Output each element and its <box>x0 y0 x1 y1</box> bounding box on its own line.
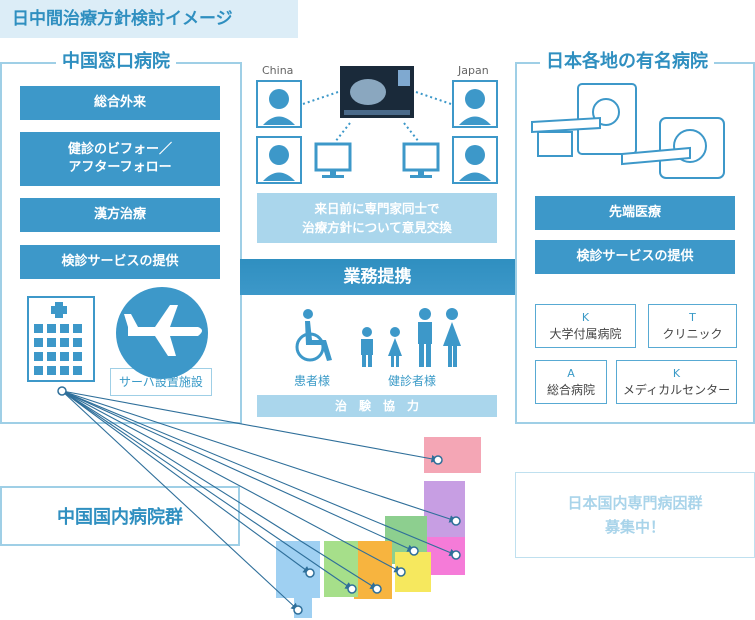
japan-panel-title: 日本各地の有名病院 <box>540 51 714 73</box>
hospital-a-general: A 総合病院 <box>535 360 607 404</box>
service-general-outpatient: 総合外来 <box>20 86 220 120</box>
hospital-name: 大学付属病院 <box>549 327 622 341</box>
doctor-icon-japan-bottom <box>452 136 498 184</box>
server-facility-label: サーバ設置施設 <box>119 374 203 389</box>
origin-dot <box>57 386 67 396</box>
connection-lines <box>61 390 458 611</box>
japan-label: Japan <box>458 64 489 77</box>
network-dots <box>302 91 452 143</box>
mri-scanner-icon <box>621 117 725 179</box>
connection-dots <box>57 386 461 615</box>
server-facility-box: サーバ設置施設 <box>110 368 212 396</box>
hospital-k-medical-center: K メディカルセンター <box>616 360 737 404</box>
hospital-name: メディカルセンター <box>622 383 731 397</box>
service-checkup-china: 検診サービスの提供 <box>20 245 220 279</box>
opinion-exchange-text: 来日前に専門家同士で 治療方針について意見交換 <box>302 201 452 235</box>
opinion-exchange-box: 来日前に専門家同士で 治療方針について意見交換 <box>257 193 497 243</box>
map-tohoku <box>424 481 465 537</box>
service-checkup-japan: 検診サービスの提供 <box>535 240 735 274</box>
hospital-name: クリニック <box>662 327 723 341</box>
monitor-icon-right <box>402 142 440 178</box>
china-hospital-group: 中国国内病院群 <box>0 486 240 546</box>
monitor-icon-left <box>314 142 352 178</box>
china-panel-title: 中国窓口病院 <box>56 51 176 73</box>
wheelchair-icon <box>295 309 332 362</box>
service-checkup-followup: 健診のビフォー／ アフターフォロー <box>20 132 220 186</box>
hospital-name: 総合病院 <box>546 383 595 397</box>
patient-label: 患者様 <box>294 374 331 388</box>
hospital-building-icon <box>27 296 95 382</box>
video-conference-screen <box>340 66 414 118</box>
doctor-icon-japan-top <box>452 80 498 128</box>
checkup-label: 健診者様 <box>388 374 437 388</box>
service-advanced-medicine: 先端医療 <box>535 196 735 230</box>
service-checkup-followup-label: 健診のビフォー／ アフターフォロー <box>67 142 172 175</box>
clinical-trial-box: 治 験 協 力 <box>257 395 497 417</box>
airplane-icon <box>116 287 208 379</box>
service-kampo: 漢方治療 <box>20 198 220 232</box>
doctor-icon-china-top <box>256 80 302 128</box>
japan-group-label: 日本国内専門病因群 募集中！ <box>567 494 703 536</box>
doctor-icon-china-bottom <box>256 136 302 184</box>
japan-specialist-group: 日本国内専門病因群 募集中！ <box>515 472 755 558</box>
hospital-tag: T <box>689 311 696 324</box>
hospital-tag: K <box>672 367 681 380</box>
page-title: 日中間治療方針検討イメージ <box>0 0 298 38</box>
map-hokkaido <box>424 437 481 473</box>
family-icon <box>361 308 461 367</box>
china-label: China <box>262 64 294 77</box>
partnership-banner: 業務提携 <box>240 259 515 295</box>
hospital-k-university: K 大学付属病院 <box>535 304 636 348</box>
hospital-t-clinic: T クリニック <box>648 304 737 348</box>
ct-scanner-icon <box>531 83 637 157</box>
hospital-tag: A <box>567 367 575 380</box>
hospital-tag: K <box>581 311 590 324</box>
